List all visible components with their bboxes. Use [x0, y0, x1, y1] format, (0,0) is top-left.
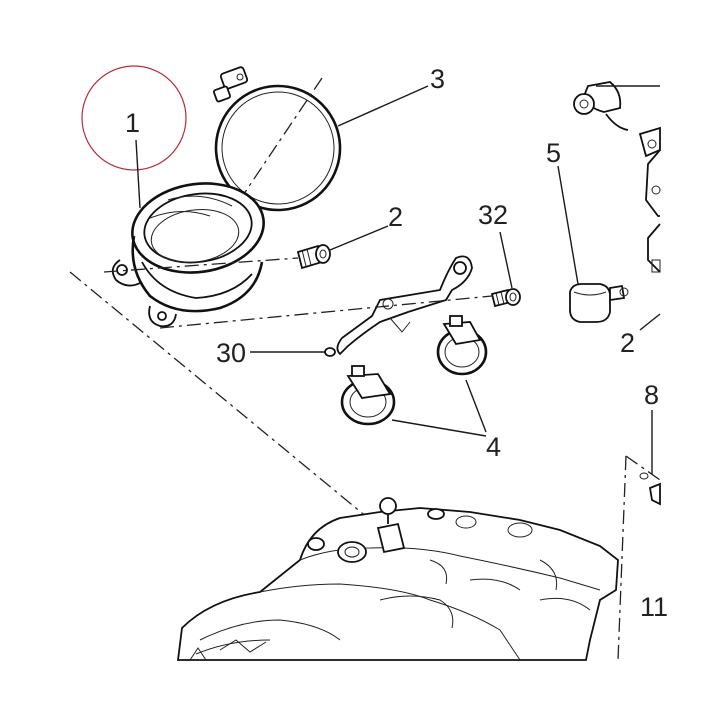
- label-8: 8: [644, 380, 659, 410]
- label-1: 1: [125, 108, 140, 138]
- part-32-screw[interactable]: [490, 288, 521, 308]
- label-2-top: 2: [388, 202, 403, 232]
- label-11: 11: [640, 592, 668, 622]
- label-32: 32: [478, 200, 508, 230]
- part-2-screw-top[interactable]: [296, 244, 331, 270]
- label-30: 30: [216, 338, 246, 368]
- label-2-right: 2: [620, 328, 635, 358]
- part-5-sensor[interactable]: [569, 283, 629, 323]
- label-4: 4: [486, 432, 501, 462]
- part-right-bracket-assembly[interactable]: [573, 81, 661, 273]
- part-8-fastener[interactable]: [639, 472, 661, 506]
- part-1-intake-adapter[interactable]: [111, 175, 270, 328]
- highlight-circle: [81, 65, 187, 171]
- part-4-clamp-right[interactable]: [436, 315, 488, 376]
- part-30-bracket[interactable]: [324, 255, 473, 357]
- label-5: 5: [546, 138, 561, 168]
- engine-block: [176, 497, 619, 661]
- part-4-clamp-left[interactable]: [340, 365, 396, 426]
- label-3: 3: [430, 64, 445, 94]
